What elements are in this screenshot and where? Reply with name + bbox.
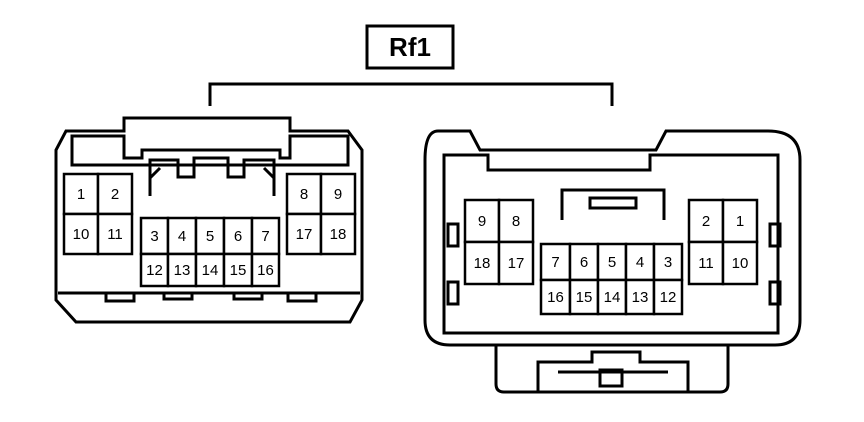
pin-cavity	[596, 242, 628, 282]
pin-cavity	[539, 242, 572, 282]
pin-cavity	[166, 252, 198, 288]
pin-number: 17	[508, 255, 525, 272]
pin-number: 2	[111, 186, 119, 203]
pin-number: 6	[234, 228, 242, 245]
pin-number: 8	[512, 213, 520, 230]
pin-number: 16	[547, 289, 564, 306]
title-bracket	[208, 82, 614, 106]
pin-number: 11	[698, 255, 714, 272]
left-connector-housing	[54, 116, 364, 324]
pin-number: 6	[580, 254, 588, 271]
connector-title: Rf1	[389, 32, 431, 62]
pin-cavity	[721, 198, 759, 244]
pin-number: 18	[330, 226, 347, 243]
pin-number: 11	[107, 226, 123, 243]
pin-number: 18	[474, 255, 491, 272]
pin-cavity	[285, 212, 323, 256]
pin-number: 12	[146, 262, 163, 279]
pin-cavity	[96, 172, 134, 216]
pin-number: 7	[261, 228, 269, 245]
pin-number: 16	[257, 262, 274, 279]
pin-cavity	[319, 212, 357, 256]
pin-number: 5	[206, 228, 214, 245]
pin-cavity	[96, 212, 134, 256]
pin-cavity	[624, 278, 656, 316]
pin-number: 12	[660, 289, 677, 306]
pin-number: 1	[77, 186, 85, 203]
pin-number: 17	[296, 226, 313, 243]
pin-number: 1	[736, 213, 744, 230]
pin-number: 13	[174, 262, 191, 279]
pin-cavity	[222, 252, 254, 288]
pin-cavity	[497, 198, 535, 244]
pin-number: 8	[300, 186, 308, 203]
pin-number: 10	[73, 226, 90, 243]
pin-number: 2	[702, 213, 710, 230]
pin-number: 13	[632, 289, 649, 306]
pin-number: 10	[732, 255, 749, 272]
pin-number: 15	[576, 289, 593, 306]
pin-number: 3	[664, 254, 672, 271]
pin-cavity	[463, 240, 501, 286]
pin-number: 5	[608, 254, 616, 271]
pin-cavity	[687, 198, 725, 244]
pin-cavity	[497, 240, 535, 286]
connector-title-label: Rf1	[365, 24, 455, 70]
pin-cavity	[319, 172, 357, 216]
pin-cavity	[652, 278, 684, 316]
right-connector-housing	[423, 129, 802, 394]
pin-number: 9	[478, 213, 486, 230]
pin-number: 15	[230, 262, 247, 279]
pin-cavity	[721, 240, 759, 286]
pin-number: 4	[178, 228, 186, 245]
pin-number: 14	[604, 289, 621, 306]
pin-number: 14	[202, 262, 219, 279]
pin-cavity	[250, 252, 281, 288]
pin-number: 3	[150, 228, 158, 245]
pin-number: 9	[334, 186, 342, 203]
pin-number: 7	[551, 254, 559, 271]
pin-number: 4	[636, 254, 644, 271]
pin-cavity	[596, 278, 628, 316]
